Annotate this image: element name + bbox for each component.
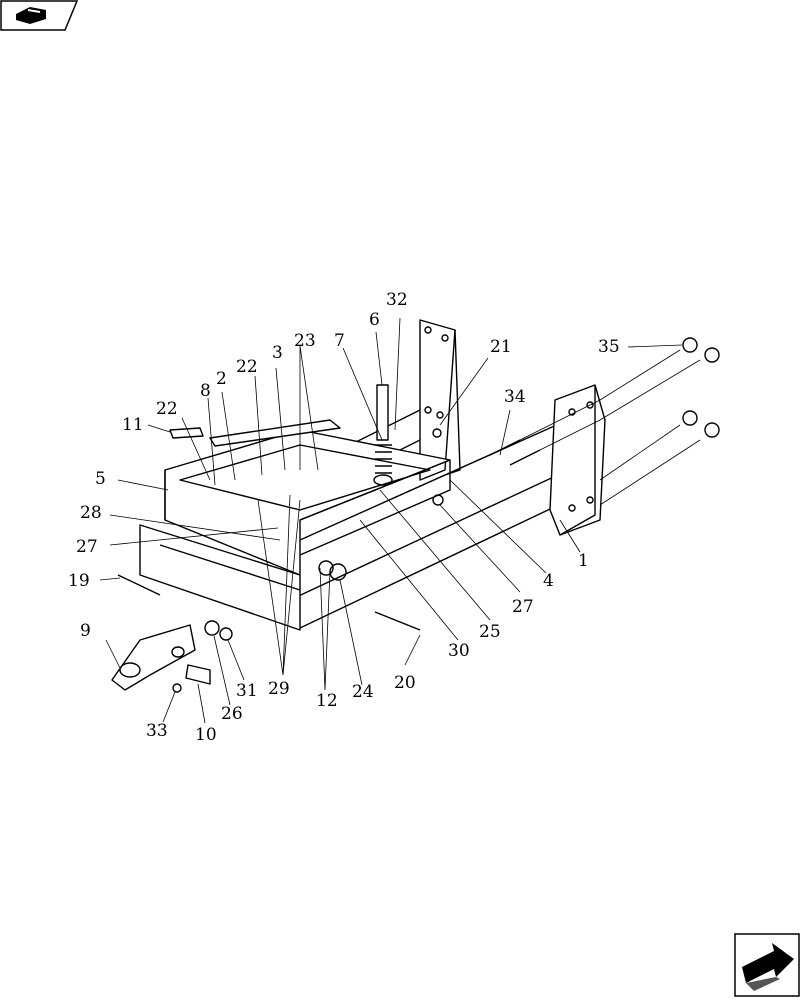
callout-labels: 1 2 3 4 5 6 7 8 9 10 11 12 19 20 21 22 2… xyxy=(68,290,620,745)
nut-27 xyxy=(432,494,444,506)
leader-lines xyxy=(99,317,683,724)
callout-2: 2 xyxy=(216,369,227,389)
callout-21: 21 xyxy=(490,337,512,357)
back-arrow-tab-icon xyxy=(16,7,46,24)
callout-24: 24 xyxy=(352,682,374,702)
callout-22a: 22 xyxy=(156,399,178,419)
callout-10: 10 xyxy=(195,725,217,745)
bolt-34 xyxy=(489,439,541,466)
callout-28: 28 xyxy=(80,503,102,523)
bolt-20 xyxy=(374,611,421,631)
explode-lines xyxy=(519,349,701,506)
callout-7: 7 xyxy=(334,331,345,351)
callout-27a: 27 xyxy=(76,537,98,557)
nuts-35 xyxy=(682,337,720,438)
frame-drawing xyxy=(111,319,720,693)
callout-12: 12 xyxy=(316,691,338,711)
nut-31 xyxy=(219,627,233,641)
lever-arm xyxy=(209,419,341,447)
callout-19: 19 xyxy=(68,571,90,591)
hitch-eye-9 xyxy=(111,624,196,691)
callout-20: 20 xyxy=(394,673,416,693)
callout-4: 4 xyxy=(543,571,554,591)
callout-33: 33 xyxy=(146,721,168,741)
callout-23: 23 xyxy=(294,331,316,351)
callout-25: 25 xyxy=(479,622,501,642)
callout-30: 30 xyxy=(448,641,470,661)
spring-7 xyxy=(373,444,393,486)
washer-26 xyxy=(204,620,220,636)
callout-5: 5 xyxy=(95,469,106,489)
bushing-10 xyxy=(185,664,211,685)
callout-1: 1 xyxy=(578,551,589,571)
callout-22b: 22 xyxy=(236,357,258,377)
callout-6: 6 xyxy=(369,310,380,330)
callout-26: 26 xyxy=(221,704,243,724)
callout-31: 31 xyxy=(236,681,258,701)
callout-8: 8 xyxy=(200,381,211,401)
washer-12 xyxy=(318,560,334,576)
pin-6 xyxy=(376,384,389,441)
callout-34: 34 xyxy=(504,387,526,407)
bolt-21 xyxy=(432,428,442,438)
callout-3: 3 xyxy=(272,343,283,363)
callout-29: 29 xyxy=(268,679,290,699)
callout-35: 35 xyxy=(598,337,620,357)
callout-9: 9 xyxy=(80,621,91,641)
callout-11: 11 xyxy=(122,415,144,435)
end-flange-plate xyxy=(549,384,606,536)
callout-27b: 27 xyxy=(512,597,534,617)
nut-33 xyxy=(172,683,182,693)
lower-crossbar xyxy=(139,524,301,631)
next-page-button[interactable] xyxy=(734,933,800,997)
plate-11 xyxy=(169,427,204,439)
forward-arrow-box-icon xyxy=(742,943,794,991)
callout-32: 32 xyxy=(386,290,408,310)
bolt-19 xyxy=(117,574,161,596)
previous-page-button[interactable] xyxy=(0,0,78,32)
